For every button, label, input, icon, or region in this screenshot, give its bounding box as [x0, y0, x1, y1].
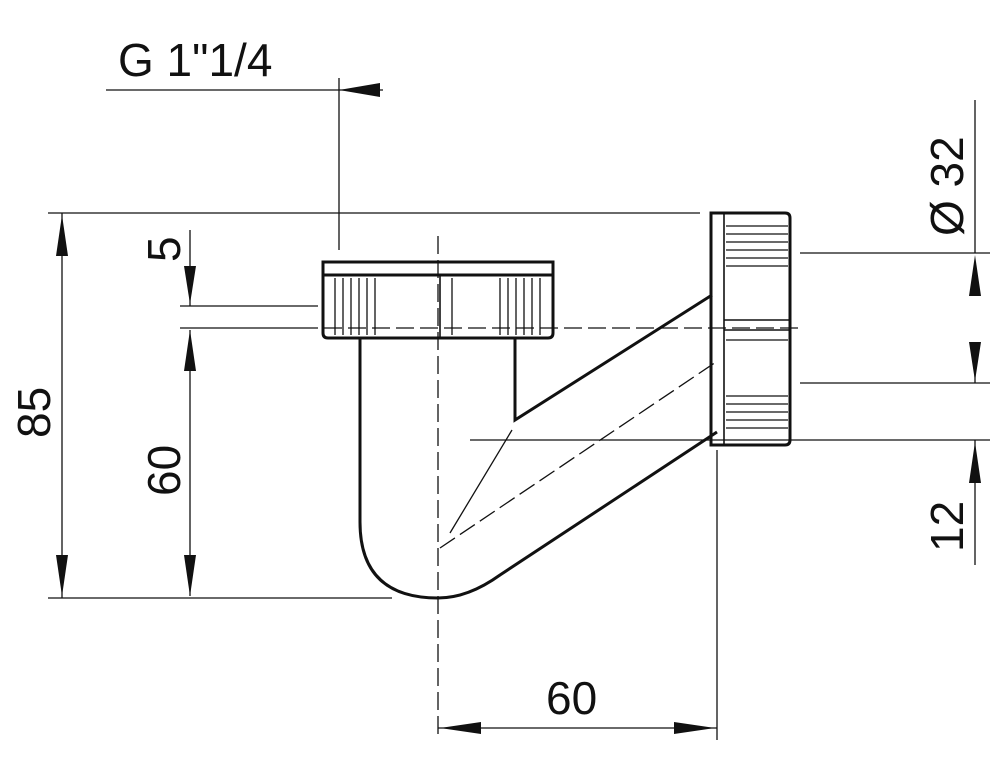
center-lines — [300, 236, 800, 740]
diameter-label: Ø 32 — [921, 136, 973, 236]
outlet-step-label: 12 — [921, 501, 973, 552]
nut-height-label: 5 — [138, 236, 190, 262]
outlet-nut-knurl — [726, 225, 788, 429]
thread-size-label: G 1"1/4 — [118, 34, 272, 86]
total-height-dimension: 85 — [8, 212, 700, 599]
outlet-step-dimension: 12 — [470, 342, 990, 565]
inlet-nut-knurl — [334, 278, 541, 335]
trap-depth-dimension: 60 — [138, 330, 196, 596]
total-height-label: 85 — [8, 387, 60, 438]
offset-label: 60 — [546, 672, 597, 724]
outlet-nut — [709, 211, 792, 447]
trap-body — [321, 211, 792, 600]
offset-dimension: 60 — [438, 450, 718, 740]
trap-tube — [358, 293, 718, 600]
inner-bend-line — [449, 429, 513, 534]
outlet-axis — [439, 361, 717, 549]
nut-height-dimension: 5 — [138, 230, 318, 329]
thread-dimension: G 1"1/4 — [106, 34, 383, 250]
diameter-dimension: Ø 32 — [800, 100, 990, 296]
inlet-nut — [321, 260, 555, 340]
trap-depth-label: 60 — [138, 445, 190, 496]
